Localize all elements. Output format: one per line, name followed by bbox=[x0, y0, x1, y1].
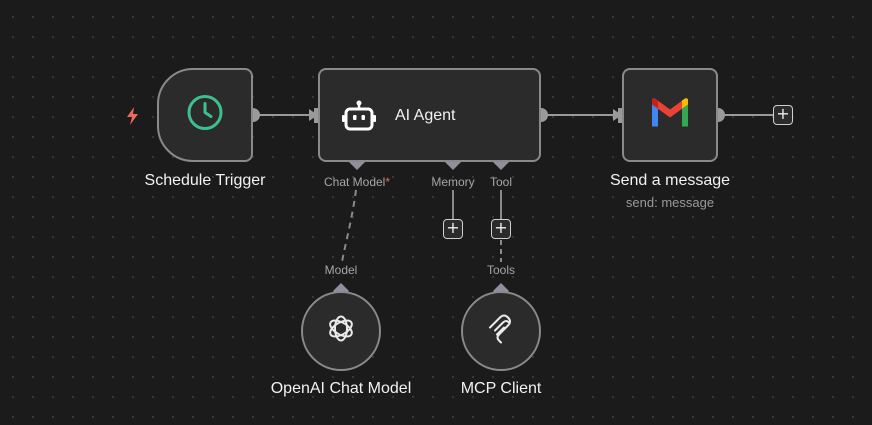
openai-chat-model-label: OpenAI Chat Model bbox=[270, 380, 412, 397]
mcp-client-label: MCP Client bbox=[460, 380, 542, 397]
arrowhead-gmail-input bbox=[613, 109, 622, 121]
chat-model-port-label: Chat Model* bbox=[324, 175, 390, 189]
mcp-icon bbox=[486, 314, 516, 349]
arrowhead-agent-input bbox=[309, 109, 318, 121]
tools-port-label: Tools bbox=[486, 263, 516, 277]
send-message-subtitle: send: message bbox=[625, 195, 715, 210]
send-message-label: Send a message bbox=[609, 172, 731, 189]
add-tool-button[interactable]: + bbox=[491, 219, 511, 239]
openai-chat-model-node[interactable] bbox=[301, 291, 381, 371]
schedule-trigger-node[interactable] bbox=[157, 68, 253, 162]
add-next-node-button[interactable]: + bbox=[773, 105, 793, 125]
add-memory-button[interactable]: + bbox=[443, 219, 463, 239]
memory-port-label: Memory bbox=[431, 175, 475, 189]
trigger-bolt-icon bbox=[124, 106, 142, 131]
ai-agent-title: AI Agent bbox=[395, 107, 456, 124]
gmail-input-port[interactable] bbox=[618, 108, 624, 123]
openai-icon bbox=[325, 313, 357, 350]
mcp-client-node[interactable] bbox=[461, 291, 541, 371]
agent-input-port[interactable] bbox=[314, 108, 320, 123]
model-port-label: Model bbox=[324, 263, 358, 277]
connection-chat-model[interactable] bbox=[341, 189, 357, 263]
tool-port-label: Tool bbox=[489, 175, 513, 189]
send-message-node[interactable] bbox=[622, 68, 718, 162]
clock-icon bbox=[185, 93, 225, 138]
robot-icon bbox=[342, 100, 376, 137]
gmail-icon bbox=[649, 97, 691, 134]
ai-agent-node[interactable]: AI Agent bbox=[318, 68, 541, 162]
schedule-trigger-label: Schedule Trigger bbox=[144, 172, 266, 189]
required-marker: * bbox=[385, 175, 391, 189]
chat-model-port-text: Chat Model bbox=[323, 175, 386, 189]
